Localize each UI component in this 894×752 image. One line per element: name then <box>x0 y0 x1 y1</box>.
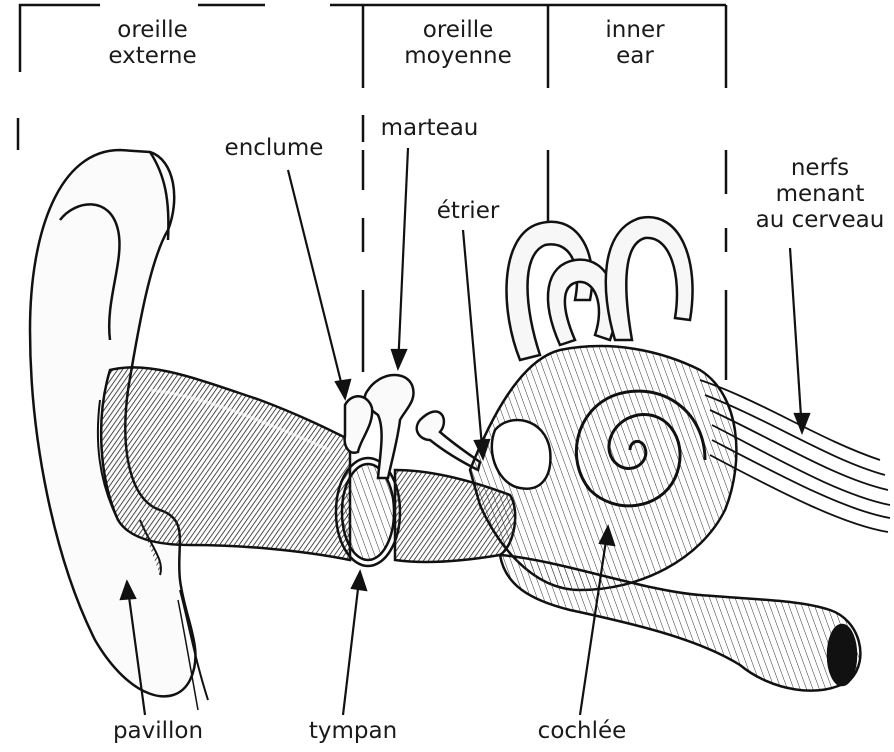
leader-marteau <box>392 148 408 368</box>
semicircular-canal-3 <box>606 217 693 340</box>
region-outer-line1: oreille <box>105 17 200 43</box>
label-nerfs-line3: au cerveau <box>750 207 890 233</box>
leader-enclume <box>288 170 350 398</box>
region-inner-line1: inner <box>585 17 685 43</box>
label-pavillon: pavillon <box>98 718 218 744</box>
label-tympan: tympan <box>298 718 408 744</box>
leader-etrier <box>463 230 489 458</box>
malleus-shape <box>365 375 414 478</box>
tympanum-illustration <box>336 458 400 566</box>
region-middle-line2: moyenne <box>388 43 528 69</box>
region-middle-line1: oreille <box>388 17 528 43</box>
label-nerfs-line1: nerfs <box>750 155 890 181</box>
label-nerfs-line2: menant <box>750 181 890 207</box>
temporal-bone-illustration <box>500 555 860 691</box>
region-inner-ear-label: inner ear <box>585 17 685 69</box>
leader-tympan <box>343 572 366 715</box>
region-outer-line2: externe <box>105 43 200 69</box>
label-nerfs: nerfs menant au cerveau <box>750 155 890 233</box>
label-enclume: enclume <box>214 135 334 161</box>
stapes-shape <box>417 412 480 470</box>
incus-shape <box>345 396 373 452</box>
leader-nerfs <box>790 248 809 432</box>
inner-ear-illustration <box>470 217 736 590</box>
region-middle-ear-label: oreille moyenne <box>388 17 528 69</box>
region-inner-line2: ear <box>585 43 685 69</box>
label-cochlee: cochlée <box>522 718 642 744</box>
ossicles-illustration <box>345 375 480 478</box>
label-etrier: étrier <box>428 198 508 224</box>
label-marteau: marteau <box>372 115 487 141</box>
region-outer-ear-label: oreille externe <box>105 17 200 69</box>
ear-canal-illustration <box>101 367 350 560</box>
